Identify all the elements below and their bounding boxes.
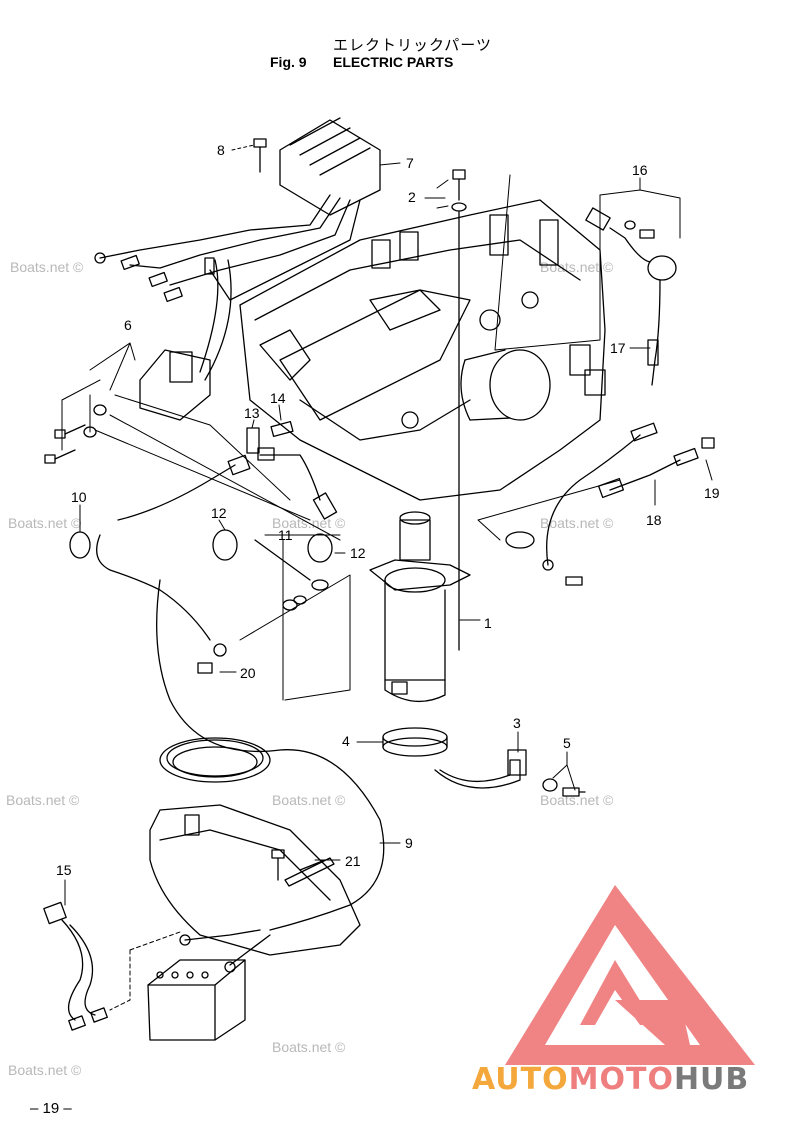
callout-15: 15 <box>56 862 72 878</box>
watermark: Boats.net © <box>8 515 82 531</box>
watermarks: Boats.net © Boats.net © Boats.net © Boat… <box>6 259 614 1078</box>
callout-1: 1 <box>484 615 492 631</box>
logo-text-auto: AUTO <box>472 1062 569 1097</box>
callout-13: 13 <box>244 405 260 421</box>
engine-block <box>239 199 606 501</box>
watermark: Boats.net © <box>540 515 614 531</box>
logo-text-hub: HUB <box>673 1062 750 1097</box>
callout-12-right: 12 <box>350 545 366 561</box>
watermark: Boats.net © <box>6 792 80 808</box>
callout-9: 9 <box>405 835 413 851</box>
watermark: Boats.net © <box>272 1039 346 1055</box>
oil-pressure-switch <box>585 207 677 386</box>
battery <box>147 929 271 1041</box>
callout-11: 11 <box>278 527 293 543</box>
watermark: Boats.net © <box>540 792 614 808</box>
leader-lines <box>61 144 713 1011</box>
rectifier <box>94 117 381 303</box>
starter-cable <box>505 422 715 586</box>
starter-motor <box>369 511 471 703</box>
automotohub-logo: AUTOMOTOHUB <box>472 1062 749 1097</box>
starter-band <box>382 727 448 757</box>
callout-3: 3 <box>513 715 521 731</box>
watermark: Boats.net © <box>10 259 84 275</box>
nuts-20 <box>197 595 307 674</box>
callout-19: 19 <box>704 485 720 501</box>
ignition-wires <box>69 420 338 657</box>
callout-5: 5 <box>563 735 571 751</box>
callout-18: 18 <box>646 512 662 528</box>
lower-cowling <box>149 804 361 956</box>
figure-title: ELECTRIC PARTS <box>333 54 454 70</box>
cdi-unit <box>139 259 232 421</box>
callout-21: 21 <box>345 853 361 869</box>
battery-cable-15 <box>43 901 108 1031</box>
callout-8: 8 <box>217 142 225 158</box>
callout-7: 7 <box>406 155 414 171</box>
callout-4: 4 <box>342 733 350 749</box>
watermark: Boats.net © <box>272 792 346 808</box>
bolt-21 <box>271 849 335 887</box>
callout-labels: 1 2 3 4 5 6 7 8 9 10 11 12 12 13 14 15 1… <box>56 142 720 878</box>
logo-text-moto: MOTO <box>568 1062 674 1097</box>
callout-17: 17 <box>610 340 626 356</box>
bolt-washer-5 <box>542 778 586 797</box>
starter-bracket <box>434 749 527 789</box>
callout-20: 20 <box>240 665 256 681</box>
page-number: – 19 – <box>30 1100 72 1117</box>
callout-10: 10 <box>71 489 87 505</box>
watermark: Boats.net © <box>8 1062 82 1078</box>
automotohub-logo-mark <box>505 885 755 1065</box>
callout-16: 16 <box>632 162 648 178</box>
callout-12-left: 12 <box>211 505 227 521</box>
title-japanese: エレクトリックパーツ <box>333 36 492 54</box>
callout-14: 14 <box>270 390 286 406</box>
bolts-left <box>44 404 107 464</box>
battery-cable <box>156 579 385 931</box>
bolt-8 <box>253 138 267 173</box>
bolt-2 <box>451 169 467 651</box>
callout-6: 6 <box>124 317 132 333</box>
figure-number: Fig. 9 <box>270 54 307 70</box>
callout-2: 2 <box>408 189 416 205</box>
